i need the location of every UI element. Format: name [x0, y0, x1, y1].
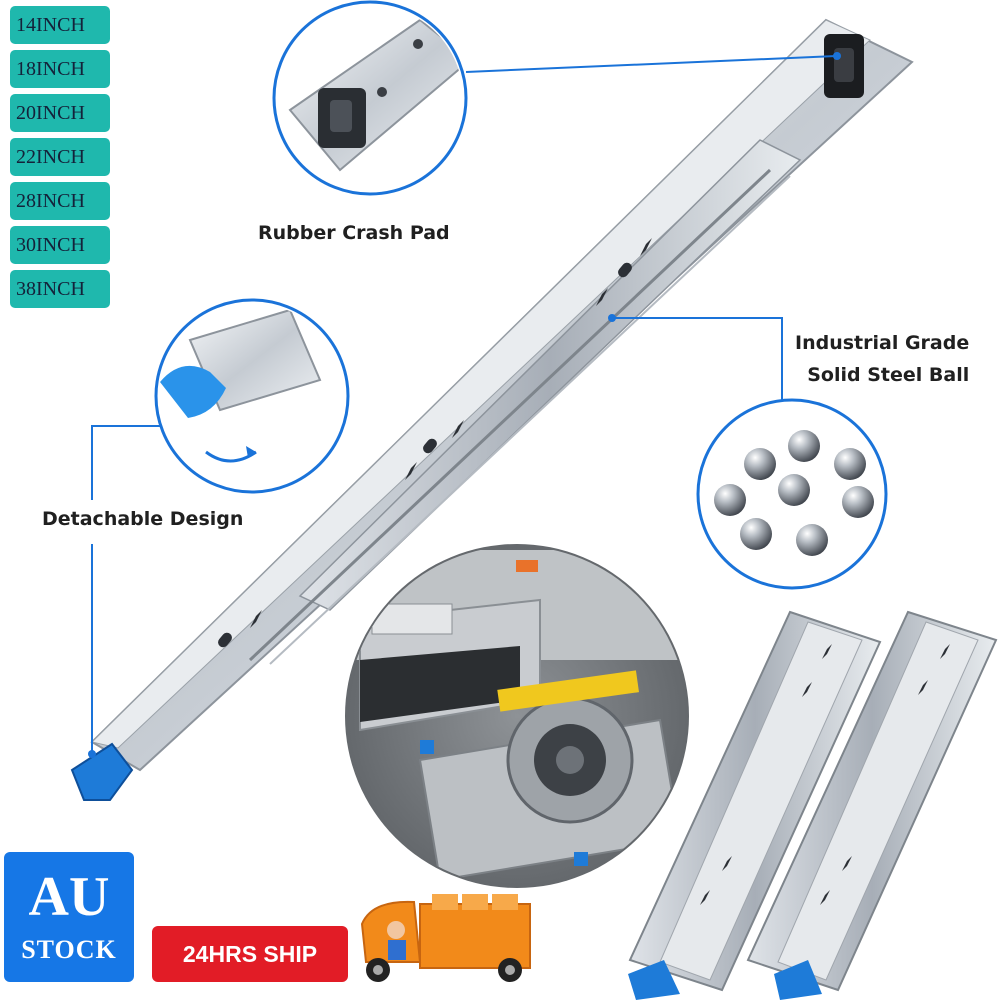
main-drawer-slide	[70, 18, 914, 801]
crash-pad-label: Rubber Crash Pad	[258, 222, 450, 244]
steel-ball-label: Industrial Grade Solid Steel Ball	[795, 327, 969, 391]
size-tag: 14INCH	[10, 6, 110, 44]
callout-line-ball	[612, 317, 783, 410]
au-badge-main: AU	[28, 866, 110, 928]
size-tag: 20INCH	[10, 94, 110, 132]
steel-ball-label-line2: Solid Steel Ball	[807, 364, 970, 386]
drawer-scene-photo	[345, 544, 689, 888]
steel-ball-inset	[696, 398, 888, 590]
au-badge-sub: STOCK	[21, 935, 117, 964]
size-tag: 28INCH	[10, 182, 110, 220]
size-tag: 18INCH	[10, 50, 110, 88]
crash-pad-inset	[272, 0, 468, 196]
size-tag: 30INCH	[10, 226, 110, 264]
shipping-badge: 24HRS SHIP	[152, 926, 348, 982]
detachable-label: Detachable Design	[42, 508, 244, 530]
delivery-truck-icon	[360, 894, 531, 982]
detachable-inset	[154, 298, 350, 494]
callout-line-crash	[465, 55, 837, 73]
steel-ball-label-line1: Industrial Grade	[795, 332, 970, 354]
size-list: 14INCH 18INCH 20INCH 22INCH 28INCH 30INC…	[10, 6, 110, 314]
size-tag: 38INCH	[10, 270, 110, 308]
size-tag: 22INCH	[10, 138, 110, 176]
callout-line-detach	[91, 425, 162, 754]
slide-pair	[628, 610, 998, 1000]
au-stock-badge: AU STOCK	[4, 852, 134, 982]
